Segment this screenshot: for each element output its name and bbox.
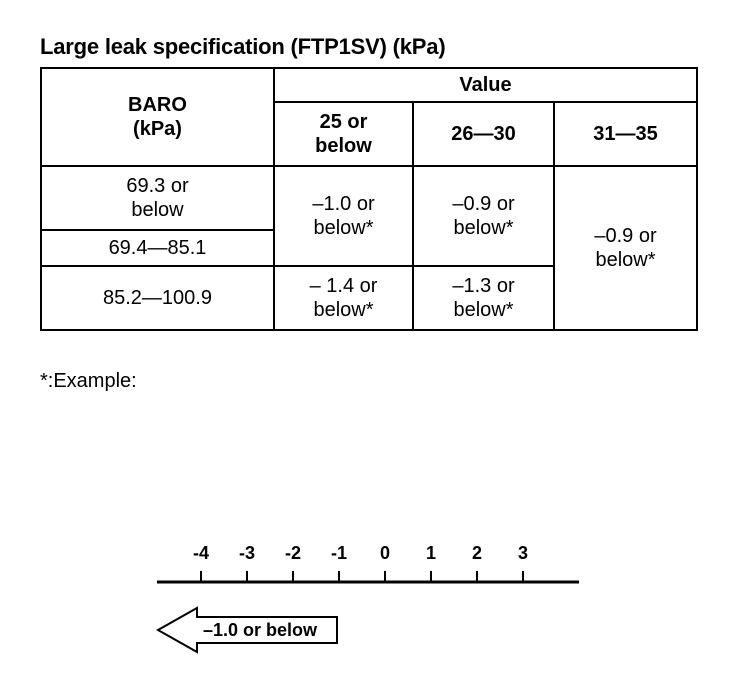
page-title: Large leak specification (FTP1SV) (kPa): [40, 34, 446, 59]
scale-label-2: 2: [472, 543, 482, 563]
scale-label-3: 3: [518, 543, 528, 563]
spec-table-container: BARO (kPa) Value 25 or below 26—30 31—35…: [40, 67, 699, 331]
scale-label--3: -3: [239, 543, 255, 563]
baro-row-3: 85.2—100.9: [40, 265, 275, 331]
col-header-26-30: 26—30: [412, 101, 555, 167]
col-header-31-35: 31—35: [552, 101, 699, 167]
col-header-25-below: 25 or below: [273, 101, 414, 167]
cell-all-col3: –0.9 or below*: [552, 165, 699, 331]
cell-high-col1: – 1.4 or below*: [273, 265, 414, 331]
scale-label-0: 0: [380, 543, 390, 563]
value-header: Value: [272, 67, 699, 103]
scale-label--1: -1: [331, 543, 347, 563]
spec-table: BARO (kPa) Value 25 or below 26—30 31—35…: [40, 67, 699, 331]
baro-row-2: 69.4—85.1: [40, 229, 275, 267]
cell-low-col1: –1.0 or below*: [273, 165, 414, 267]
scale-label--4: -4: [193, 543, 209, 563]
baro-header: BARO (kPa): [40, 67, 275, 167]
below-arrow-icon: [155, 606, 338, 654]
baro-row-1: 69.3 or below: [40, 165, 275, 231]
arrow-label: –1.0 or below: [203, 620, 318, 640]
baro-header-label: BARO: [128, 94, 187, 116]
baro-header-unit: (kPa): [133, 118, 182, 140]
scale-label--2: -2: [285, 543, 301, 563]
cell-high-col2: –1.3 or below*: [412, 265, 555, 331]
scale-label-1: 1: [426, 543, 436, 563]
example-note: *:Example:: [40, 370, 137, 392]
cell-low-col2: –0.9 or below*: [412, 165, 555, 267]
